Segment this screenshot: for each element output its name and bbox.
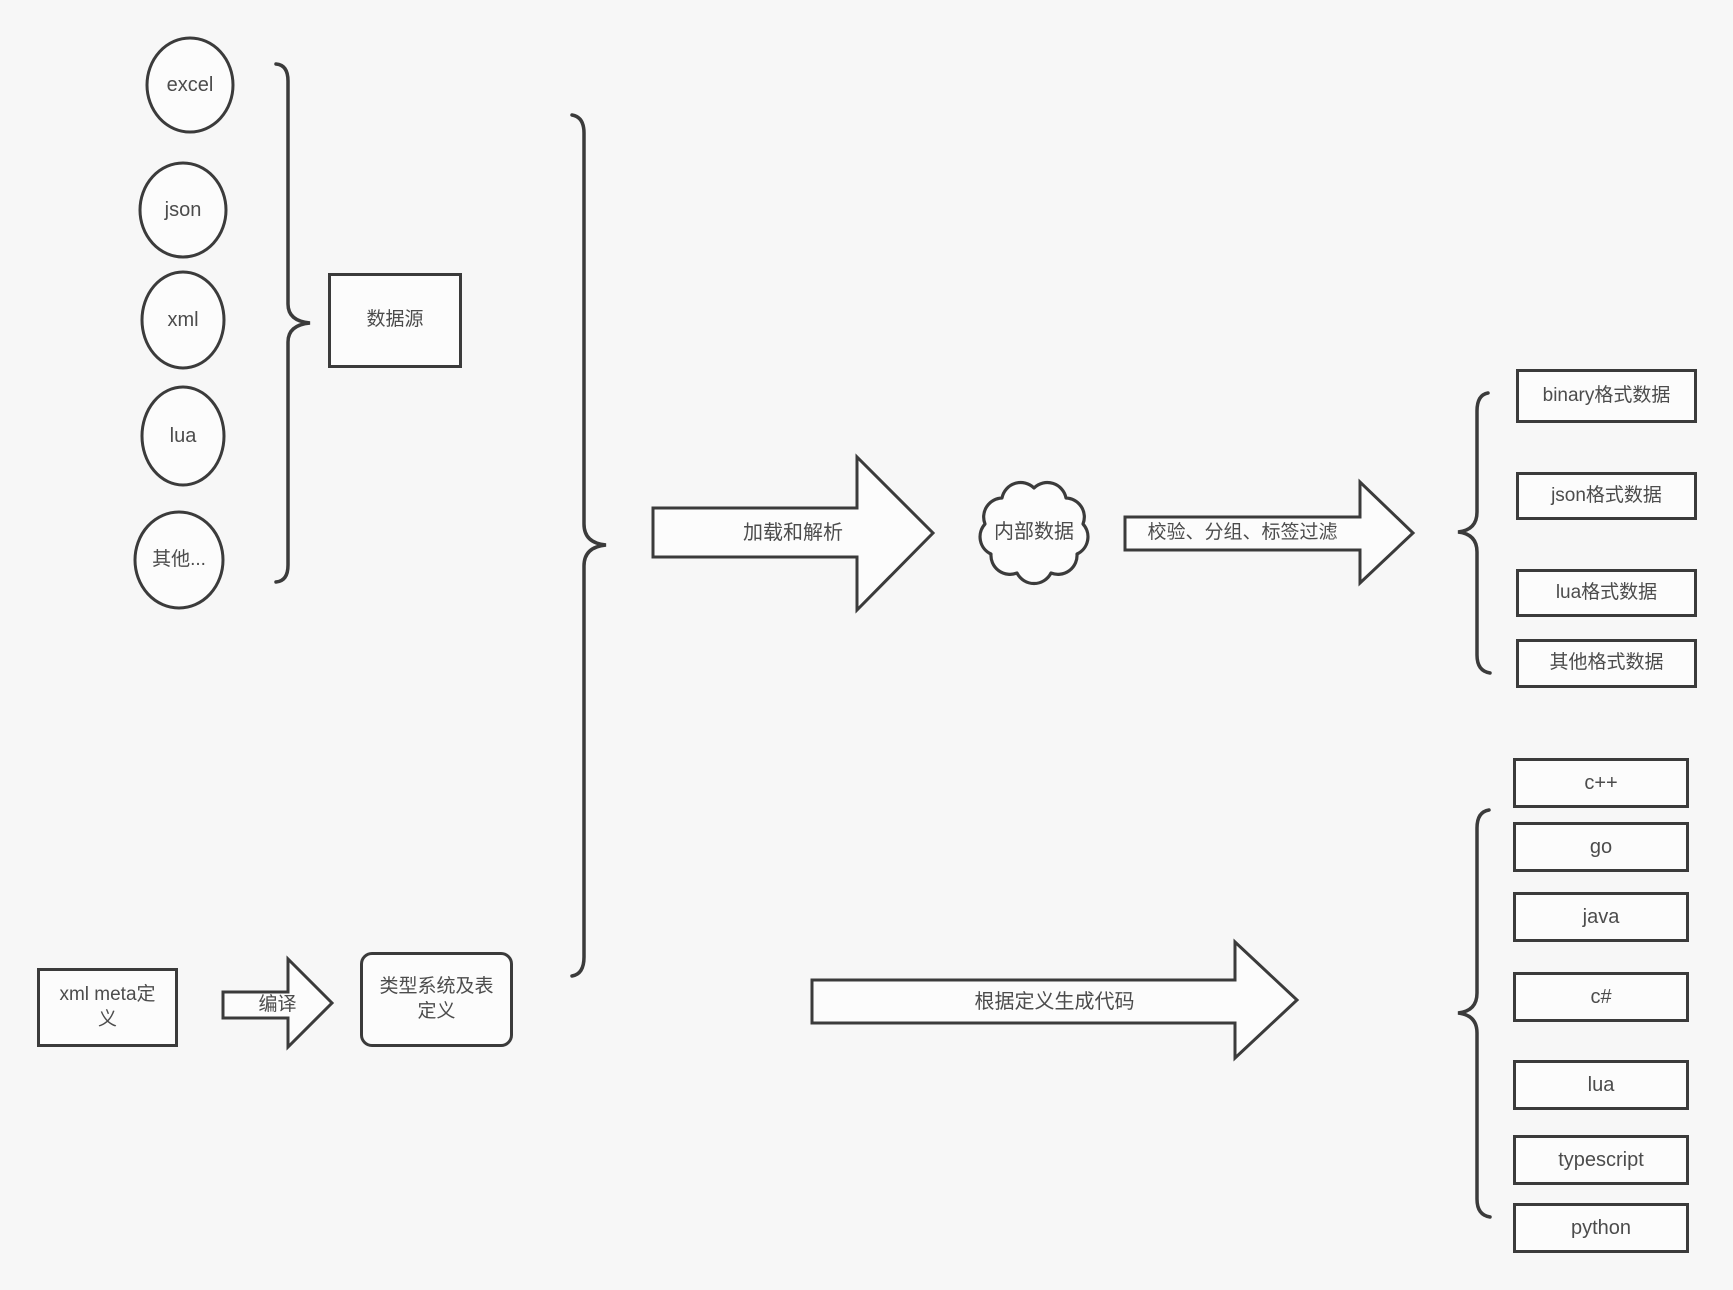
format-box-label: lua格式数据 [1555, 581, 1658, 603]
internal-data-cloud [978, 480, 1090, 586]
language-box-typescript: typescript [1513, 1135, 1689, 1185]
format-box-others: 其他格式数据 [1516, 639, 1697, 688]
format-box-lua: lua格式数据 [1516, 569, 1697, 617]
language-box-csharp: c# [1513, 972, 1689, 1022]
language-box-lua: lua [1513, 1060, 1689, 1110]
language-box-python: python [1513, 1203, 1689, 1253]
language-box-label: c++ [1584, 772, 1618, 794]
language-box-label: lua [1587, 1074, 1615, 1096]
language-box-label: java [1582, 906, 1620, 928]
xml-meta-box: xml meta定义 [37, 968, 178, 1047]
language-box-label: typescript [1558, 1149, 1644, 1171]
format-box-label: 其他格式数据 [1549, 652, 1664, 674]
language-box-label: python [1570, 1217, 1632, 1239]
language-box-label: go [1589, 836, 1613, 858]
language-box-cpp: c++ [1513, 758, 1689, 808]
sources-brace [274, 62, 311, 584]
xml-meta-label: xml meta定义 [59, 983, 156, 1030]
type-system-label: 类型系统及表定义 [379, 975, 494, 1022]
main-brace [570, 113, 607, 978]
type-system-box: 类型系统及表定义 [360, 952, 513, 1047]
format-box-label: binary格式数据 [1542, 384, 1671, 406]
format-box-json: json格式数据 [1516, 472, 1697, 520]
data-source-label: 数据源 [366, 309, 424, 331]
format-box-binary: binary格式数据 [1516, 369, 1697, 423]
language-box-label: c# [1590, 986, 1612, 1008]
formats-brace [1457, 391, 1492, 675]
filter-arrow [1123, 478, 1416, 587]
source-ellipse-xml [140, 270, 226, 370]
codegen-arrow [810, 938, 1300, 1062]
source-ellipse-others [133, 510, 225, 610]
language-box-go: go [1513, 822, 1689, 872]
compile-arrow [221, 955, 335, 1051]
language-box-java: java [1513, 892, 1689, 942]
languages-brace [1457, 808, 1492, 1219]
format-box-label: json格式数据 [1551, 484, 1662, 506]
load-parse-arrow [651, 453, 936, 614]
source-ellipse-lua [140, 385, 226, 487]
source-ellipse-json [138, 161, 228, 259]
data-source-box: 数据源 [328, 273, 462, 368]
source-ellipse-excel [145, 36, 235, 134]
